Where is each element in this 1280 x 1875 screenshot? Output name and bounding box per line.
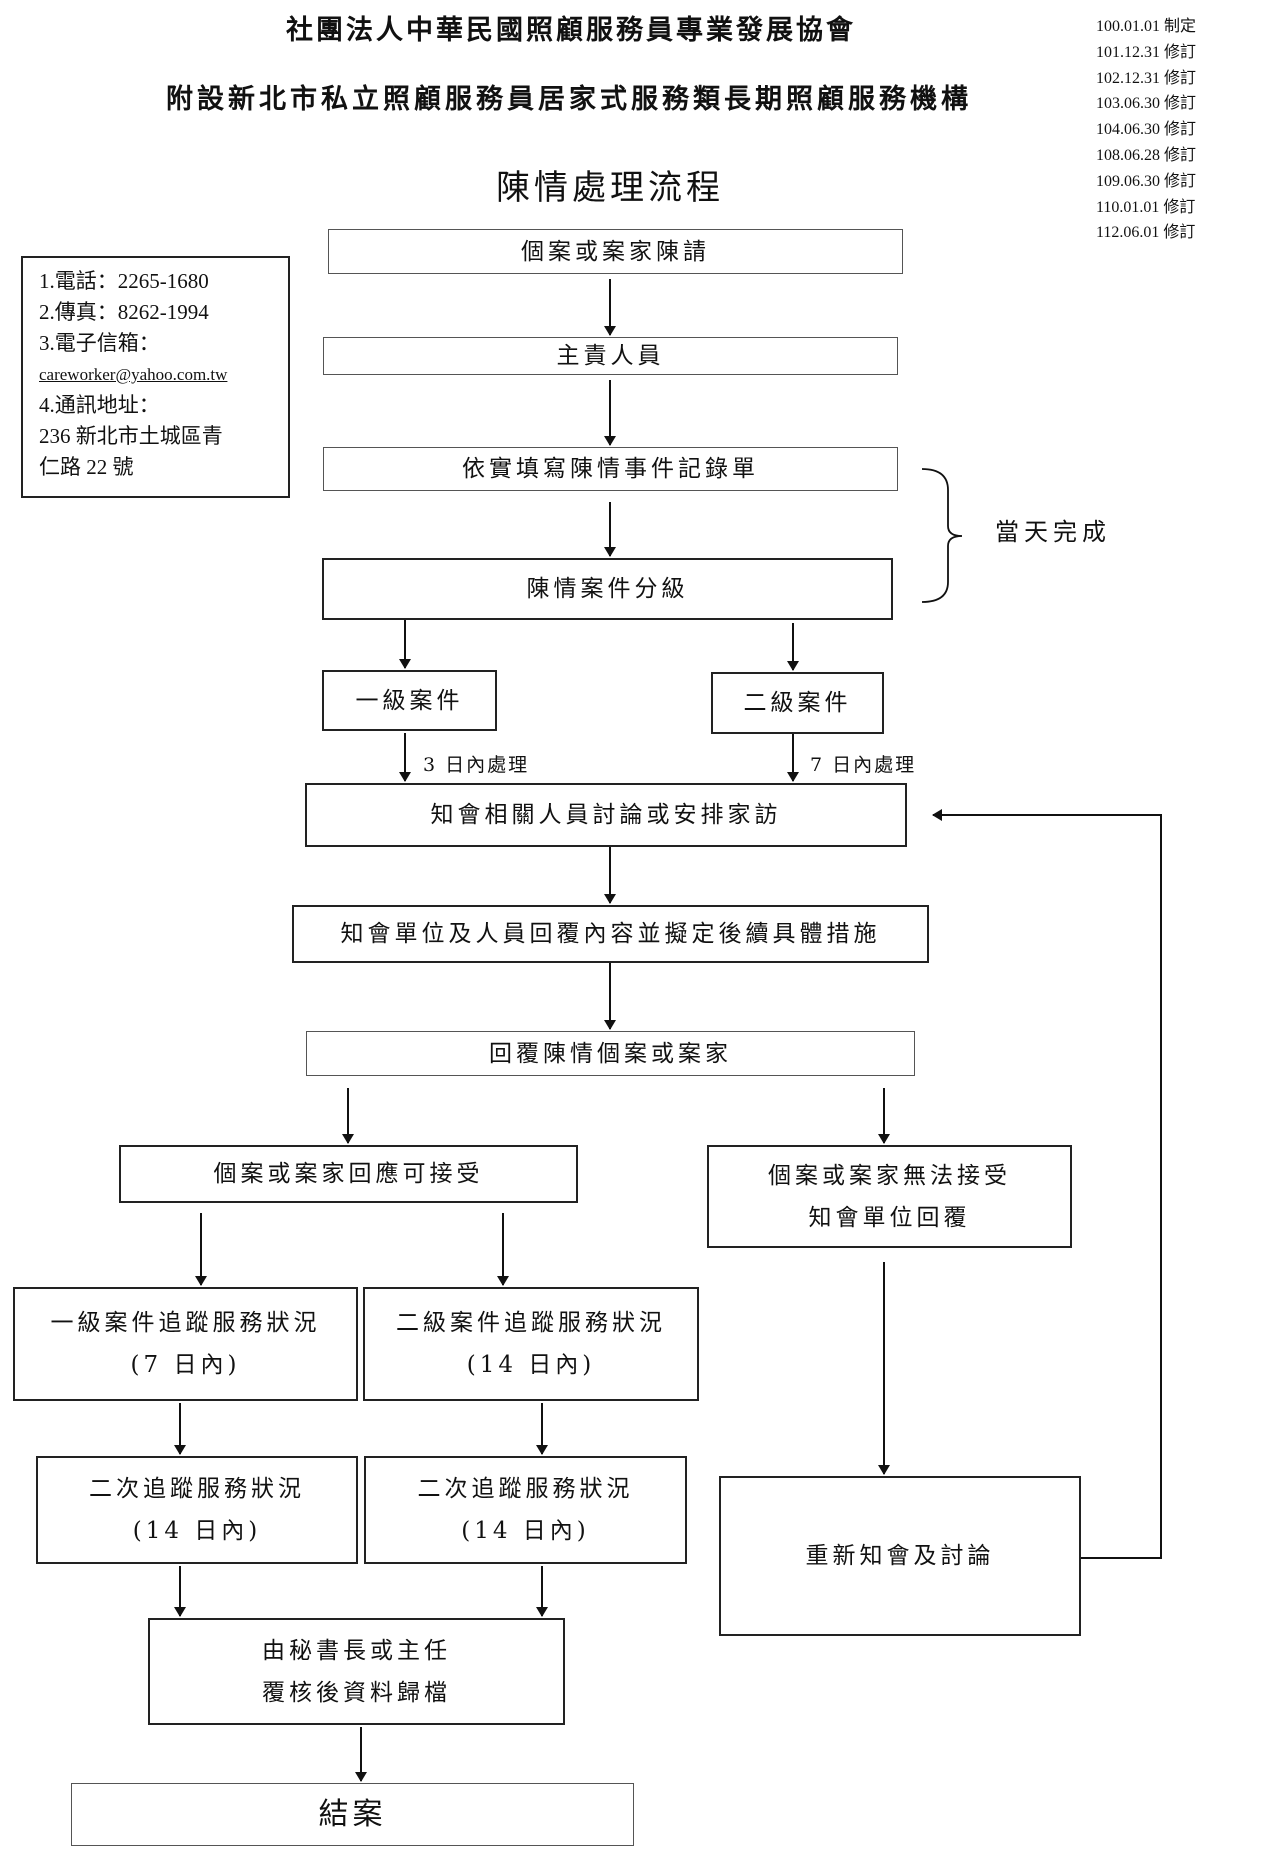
revision-entry: 103.06.30 修訂: [1096, 95, 1197, 113]
revision-entry: 110.01.01 修訂: [1096, 198, 1196, 216]
step-rejected-line2: 知會單位回覆: [808, 1204, 971, 1231]
step-close-label: 結案: [318, 1796, 387, 1832]
revision-entry: 109.06.30 修訂: [1096, 172, 1197, 190]
step-response-rejected: 個案或案家無法接受 知會單位回覆: [707, 1145, 1072, 1248]
contact-fax: 2.傳真：8262-1994: [39, 300, 209, 324]
step-responsible-label: 主責人員: [556, 343, 665, 369]
revision-entry: 104.06.30 修訂: [1096, 121, 1197, 139]
step-track2-line1: 二級案件追蹤服務狀況: [396, 1310, 666, 1336]
flow-title: 陳情處理流程: [496, 168, 724, 208]
revision-entry: 102.12.31 修訂: [1096, 69, 1197, 87]
step-response-accepted: 個案或案家回應可接受: [119, 1145, 578, 1203]
organization-title: 社團法人中華民國照顧服務員專業發展協會: [286, 15, 856, 46]
step-close-case: 結案: [71, 1783, 634, 1846]
step-rediscuss-label: 重新知會及討論: [805, 1543, 995, 1569]
step-reply-petitioner-label: 回覆陳情個案或案家: [489, 1040, 732, 1067]
feedback-loop-rediscuss-to-notify: [932, 809, 1162, 1559]
step-level2-tracking: 二級案件追蹤服務狀況 (14 日內): [363, 1287, 699, 1401]
step-notify-discuss: 知會相關人員討論或安排家訪: [305, 783, 907, 847]
contact-address-line1: 236 新北市土城區青: [39, 424, 223, 448]
step-fill-record: 依實填寫陳情事件記錄單: [323, 447, 898, 491]
step-level2-label: 二級案件: [743, 690, 852, 716]
step-petition: 個案或案家陳請: [328, 229, 903, 274]
step-level2-case: 二級案件: [711, 672, 884, 734]
step-classify: 陳情案件分級: [322, 558, 893, 620]
step-second1-line2: (14 日內): [132, 1518, 262, 1544]
contact-address-label: 4.通訊地址：: [39, 393, 160, 417]
revision-entry: 101.12.31 修訂: [1096, 43, 1197, 61]
step-second-tracking-left: 二次追蹤服務狀況 (14 日內): [36, 1456, 358, 1564]
step-reply-measures: 知會單位及人員回覆內容並擬定後續具體措施: [292, 905, 929, 963]
contact-address-line2: 仁路 22 號: [39, 455, 134, 479]
same-day-brace: [921, 468, 963, 603]
step-petition-label: 個案或案家陳請: [521, 238, 710, 265]
revision-entry: 100.01.01 制定: [1096, 18, 1197, 35]
revision-entry: 108.06.28 修訂: [1096, 146, 1197, 164]
step-archive-line2: 覆核後資料歸檔: [262, 1679, 451, 1706]
step-responsible-staff: 主責人員: [323, 337, 898, 375]
step-track1-line2: (7 日內): [130, 1352, 241, 1378]
step-notify-discuss-label: 知會相關人員討論或安排家訪: [430, 802, 782, 828]
step-level1-case: 一級案件: [322, 670, 497, 731]
step-reply-petitioner: 回覆陳情個案或案家: [306, 1031, 915, 1076]
step-reply-measures-label: 知會單位及人員回覆內容並擬定後續具體措施: [340, 921, 881, 947]
step-second-tracking-right: 二次追蹤服務狀況 (14 日內): [364, 1456, 687, 1564]
step-record-label: 依實填寫陳情事件記錄單: [462, 456, 759, 482]
step-archive-line1: 由秘書長或主任: [262, 1637, 451, 1664]
step-second2-line1: 二次追蹤服務狀況: [417, 1476, 634, 1502]
contact-email-link[interactable]: careworker@yahoo.com.tw: [39, 365, 228, 384]
step-archive: 由秘書長或主任 覆核後資料歸檔: [148, 1618, 565, 1725]
step-second1-line1: 二次追蹤服務狀況: [89, 1476, 305, 1502]
contact-email-label: 3.電子信箱：: [39, 331, 160, 355]
same-day-label: 當天完成: [995, 518, 1111, 546]
step-level1-tracking: 一級案件追蹤服務狀況 (7 日內): [13, 1287, 358, 1401]
revision-history: 100.01.01 制定 101.12.31 修訂 102.12.31 修訂 1…: [1096, 14, 1196, 246]
step-second2-line2: (14 日內): [461, 1518, 590, 1544]
revision-entry: 112.06.01 修訂: [1096, 224, 1196, 242]
facility-title: 附設新北市私立照顧服務員居家式服務類長期照顧服務機構: [166, 84, 972, 115]
step-track1-line1: 一級案件追蹤服務狀況: [50, 1310, 321, 1336]
step-rediscuss: 重新知會及討論: [719, 1476, 1081, 1636]
step-track2-line2: (14 日內): [466, 1352, 596, 1378]
step-classify-label: 陳情案件分級: [526, 576, 689, 602]
step-level1-label: 一級案件: [355, 687, 464, 714]
contact-phone: 1.電話：2265-1680: [39, 269, 209, 293]
step-accepted-label: 個案或案家回應可接受: [213, 1161, 484, 1187]
level1-deadline-label: 3 日內處理: [423, 754, 530, 776]
level2-deadline-label: 7 日內處理: [810, 754, 917, 776]
contact-info-box: 1.電話：2265-1680 2.傳真：8262-1994 3.電子信箱： ca…: [21, 256, 290, 498]
step-rejected-line1: 個案或案家無法接受: [768, 1162, 1011, 1189]
